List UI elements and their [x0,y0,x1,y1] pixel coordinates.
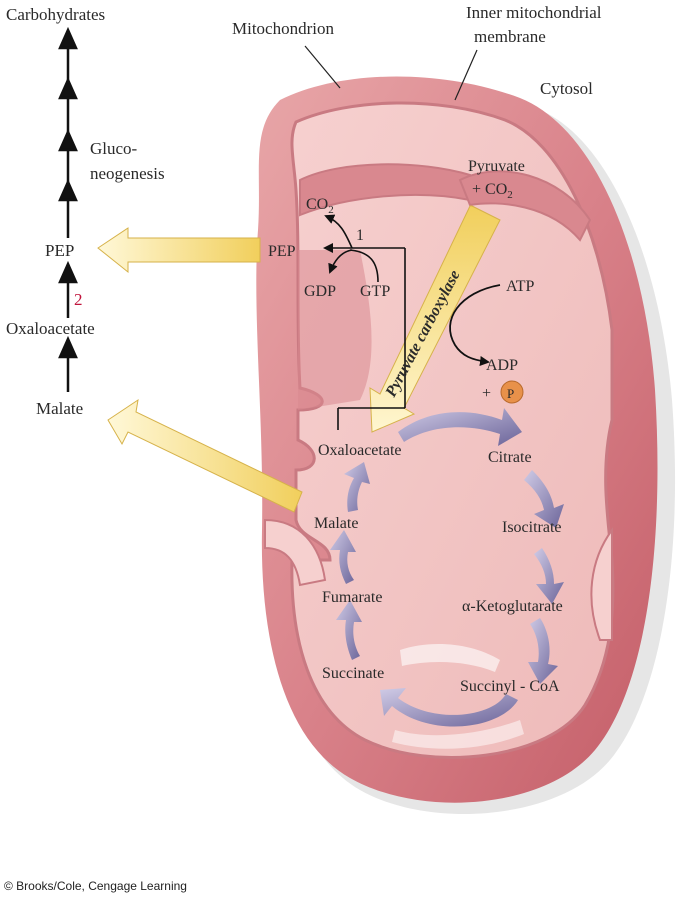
cytosol-pep-label: PEP [45,241,74,260]
crista-6 [400,644,500,672]
cycle-arrow-succoa-succinate [380,688,518,727]
phosphate-circle [500,380,524,404]
cycle-arrow-oaa-citrate [398,408,522,446]
crista-3 [298,250,372,410]
co2-label: CO2 [306,196,334,216]
gluconeogenesis-label-line1: Gluco- [90,139,138,158]
step-2-number: 2 [74,290,83,309]
cycle-arrow-isocitrate-akg [534,548,564,604]
matrix-malate-label: Malate [314,515,358,532]
cytosol-malate-label: Malate [36,399,83,418]
atp-adp-arrow [449,284,501,366]
tca-cycle-arrows [330,408,564,727]
atp-label: ATP [506,278,535,295]
mitochondrion-callout-line [304,45,341,89]
cycle-arrow-succinate-fumarate [336,600,362,660]
crista-4 [264,518,327,587]
succinyl-coa-label: Succinyl - CoA [460,678,560,695]
alpha-ketoglutarate-label: α-Ketoglutarate [462,598,563,615]
cycle-arrow-citrate-isocitrate [524,470,564,528]
copyright-credit: © Brooks/Cole, Cengage Learning [4,879,187,893]
inner-membrane-label-line1: Inner mitochondrial [466,3,602,22]
cytosol-oxaloacetate-label: Oxaloacetate [6,319,95,338]
cycle-arrow-fumarate-malate [330,530,356,584]
gtp-label: GTP [360,283,390,300]
mitochondrion-label: Mitochondrion [232,19,334,38]
pepck-reaction [323,214,406,430]
carbohydrates-label: Carbohydrates [6,5,105,24]
isocitrate-label: Isocitrate [502,519,562,536]
crista-7 [392,720,524,749]
pyruvate-co2-label: + CO2 [472,181,513,201]
succinate-label: Succinate [322,665,384,682]
fumarate-label: Fumarate [322,589,382,606]
crista-5 [590,526,613,641]
inner-membrane-callout-line [454,49,478,101]
crista-2 [458,170,592,242]
plus-sign: + [482,385,491,402]
adp-label: ADP [486,357,518,374]
citrate-label: Citrate [488,449,532,466]
cycle-arrow-akg-succoa [528,618,558,684]
matrix-oxaloacetate-label: Oxaloacetate [318,442,402,459]
pyruvate-label: Pyruvate [468,158,525,175]
matrix-pep-label: PEP [268,243,296,260]
pyruvate-carboxylase-arrow [369,205,501,433]
cytosol-label: Cytosol [540,79,593,98]
gluconeogenesis-arrows [58,26,78,392]
inner-membrane-label-line2: membrane [474,27,546,46]
cycle-arrow-malate-oaa [344,462,370,512]
gluconeogenesis-label-line2: neogenesis [90,164,165,183]
step-1-number: 1 [356,227,364,244]
malate-export-arrow [107,398,303,513]
pep-export-arrow [97,227,261,274]
phosphate-label: P [507,386,514,401]
gdp-label: GDP [304,283,336,300]
